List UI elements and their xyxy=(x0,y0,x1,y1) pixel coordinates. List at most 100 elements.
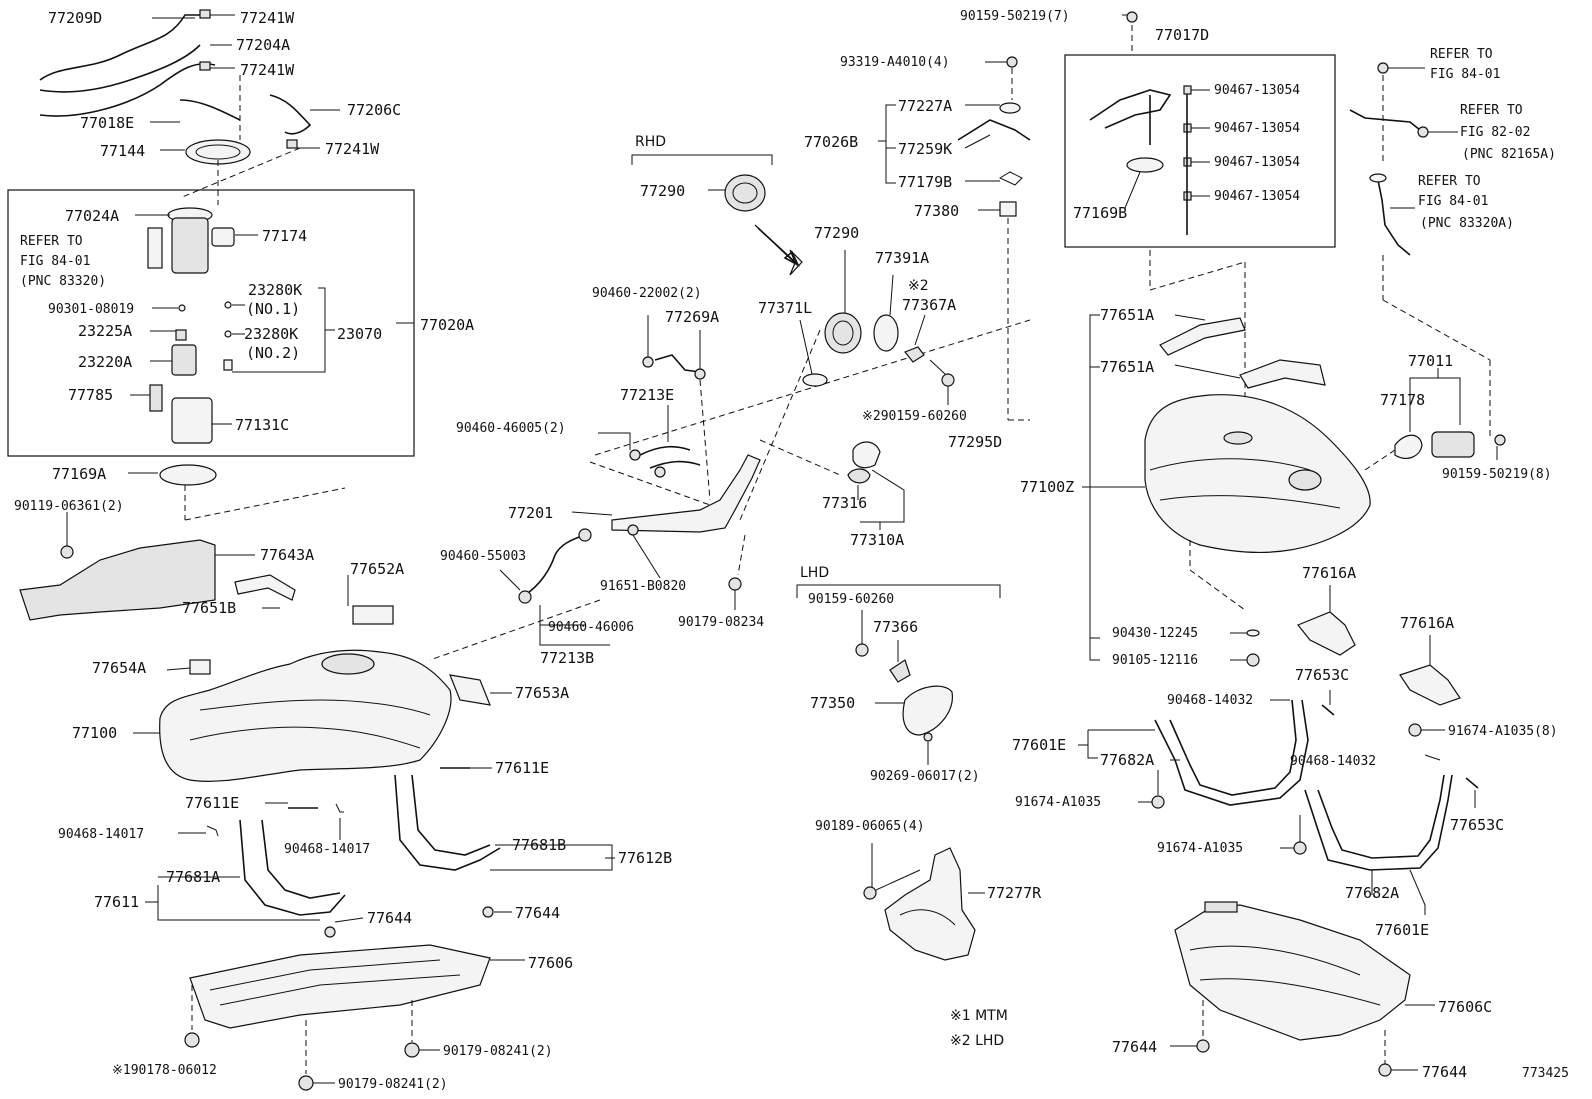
label-77100Z: 77100Z xyxy=(1020,478,1074,496)
label-77204A: 77204A xyxy=(236,36,290,54)
clamp-77213E xyxy=(654,466,666,478)
label-77277R: 77277R xyxy=(987,884,1042,902)
wire-77018E xyxy=(179,99,241,121)
label-77651A-a: 77651A xyxy=(1100,306,1154,324)
bracket-77616A-a xyxy=(1297,611,1356,656)
label-90119: 90119-06361(2) xyxy=(14,499,124,514)
label-77174: 77174 xyxy=(262,227,307,245)
bolt-93319-A4010 xyxy=(1006,56,1018,68)
label-23280K-2: 23280K xyxy=(244,325,298,343)
label-77681B: 77681B xyxy=(512,836,566,854)
hose-77213B xyxy=(524,534,586,596)
bolt-90189 xyxy=(863,886,877,900)
gasket-77169A xyxy=(159,464,217,486)
heat-protector-77643A xyxy=(19,539,216,621)
strap-77611 xyxy=(239,819,346,916)
pin-77653C-b xyxy=(1465,777,1479,789)
label-note2: ※2 LHD xyxy=(950,1033,1004,1049)
strap-77601E-b xyxy=(1304,774,1453,871)
fuel-pump-23220A xyxy=(171,344,197,376)
clamp-90460-46005 xyxy=(629,449,641,461)
label-77682A-b: 77682A xyxy=(1345,884,1399,902)
hose-77204A xyxy=(39,63,216,117)
nut-90178 xyxy=(184,1032,200,1048)
label-90467-d: 90467-13054 xyxy=(1214,189,1300,204)
pin-77653C-a xyxy=(1321,704,1335,716)
label-90189: 90189-06065(4) xyxy=(815,819,925,834)
bolt-91674-b xyxy=(1293,841,1307,855)
bracket-77174 xyxy=(211,227,235,247)
label-91674-8: 91674-A1035(8) xyxy=(1448,724,1558,739)
clamp-90460-22002 xyxy=(642,356,654,368)
label-77616A-b: 77616A xyxy=(1400,614,1454,632)
hose-77206C xyxy=(269,94,312,135)
label-77611E-a: 77611E xyxy=(495,759,549,777)
cushion-77654A xyxy=(189,659,211,675)
label-77785: 77785 xyxy=(68,386,113,404)
label-77017D: 77017D xyxy=(1155,26,1209,44)
protector-77651B xyxy=(234,574,296,601)
label-77169B: 77169B xyxy=(1073,204,1127,222)
wire-harness-77209D xyxy=(39,14,200,81)
label-90179-08241-b: 90179-08241(2) xyxy=(338,1077,448,1092)
bolt-90159-60260 xyxy=(941,373,955,387)
label-77654A: 77654A xyxy=(92,659,146,677)
label-90159-60260-a: ※290159-60260 xyxy=(862,409,967,424)
label-77227A: 77227A xyxy=(898,97,952,115)
pump-77011 xyxy=(1431,431,1475,458)
label-77653C-a: 77653C xyxy=(1295,666,1349,684)
filler-cap-77290-rhd xyxy=(724,174,766,212)
label-90460-55003: 90460-55003 xyxy=(440,549,526,564)
label-77653A: 77653A xyxy=(515,684,569,702)
label-90468-14017-b: 90468-14017 xyxy=(284,842,370,857)
nut-90179-08241-b xyxy=(298,1075,314,1091)
bolt-91674-a xyxy=(1151,795,1165,809)
label-77206C: 77206C xyxy=(347,101,401,119)
hose-77213E xyxy=(639,445,691,456)
label-77644-d: 77644 xyxy=(1422,1063,1467,1081)
nut-90179-08241-a xyxy=(404,1042,420,1058)
labels-right: 77017D 90467-13054 90467-13054 90467-130… xyxy=(948,26,1569,1081)
hose-77269A xyxy=(654,354,701,373)
label-77350: 77350 xyxy=(810,694,855,712)
label-77644-c: 77644 xyxy=(1112,1038,1157,1056)
clip-77179B xyxy=(998,171,1023,186)
label-77178: 77178 xyxy=(1380,391,1425,409)
label-77371L: 77371L xyxy=(758,299,812,317)
label-77018E: 77018E xyxy=(80,114,134,132)
label-77644-a: 77644 xyxy=(367,909,412,927)
bolt-77644-d xyxy=(1378,1063,1392,1077)
wire-harness-77209D-lower xyxy=(39,44,201,93)
label-90301: 90301-08019 xyxy=(48,302,134,317)
clip-77241W-low xyxy=(286,139,298,149)
sender-connector xyxy=(147,227,163,269)
strap-77612B xyxy=(394,774,501,871)
label-77259K: 77259K xyxy=(898,140,952,158)
label-star2: ※2 xyxy=(908,278,929,294)
protector-77651A-b xyxy=(1239,359,1326,389)
label-77611: 77611 xyxy=(94,893,139,911)
wire-77785 xyxy=(149,384,163,412)
bolt-90159-50219-7 xyxy=(1126,11,1138,23)
lhd-bracket xyxy=(796,584,1001,598)
pin-90468-14017-b xyxy=(335,803,344,813)
inlet-77316 xyxy=(852,441,881,469)
bolt-77644-a xyxy=(324,926,336,938)
bracket-77277R xyxy=(884,847,976,961)
labels-left: 77209D 77241W 77204A 77241W 77206C 77018… xyxy=(14,9,672,1092)
nut-90105 xyxy=(1246,653,1260,667)
label-refer1-c: (PNC 83320) xyxy=(20,274,106,289)
tank-protector-77606 xyxy=(189,944,491,1029)
label-no2: (NO.2) xyxy=(246,344,300,362)
label-77024A: 77024A xyxy=(65,207,119,225)
label-90159-50219-8: 90159-50219(8) xyxy=(1442,467,1552,482)
bolt-90159-60260-lhd xyxy=(855,643,869,657)
gasket-77169B xyxy=(1126,157,1164,173)
label-77241W-c: 77241W xyxy=(325,140,380,158)
gasket-90430 xyxy=(1246,629,1260,637)
label-91651: 91651-B0820 xyxy=(600,579,686,594)
label-lhd: LHD xyxy=(800,565,829,581)
label-77213E: 77213E xyxy=(620,386,674,404)
rhd-bracket xyxy=(631,154,773,165)
